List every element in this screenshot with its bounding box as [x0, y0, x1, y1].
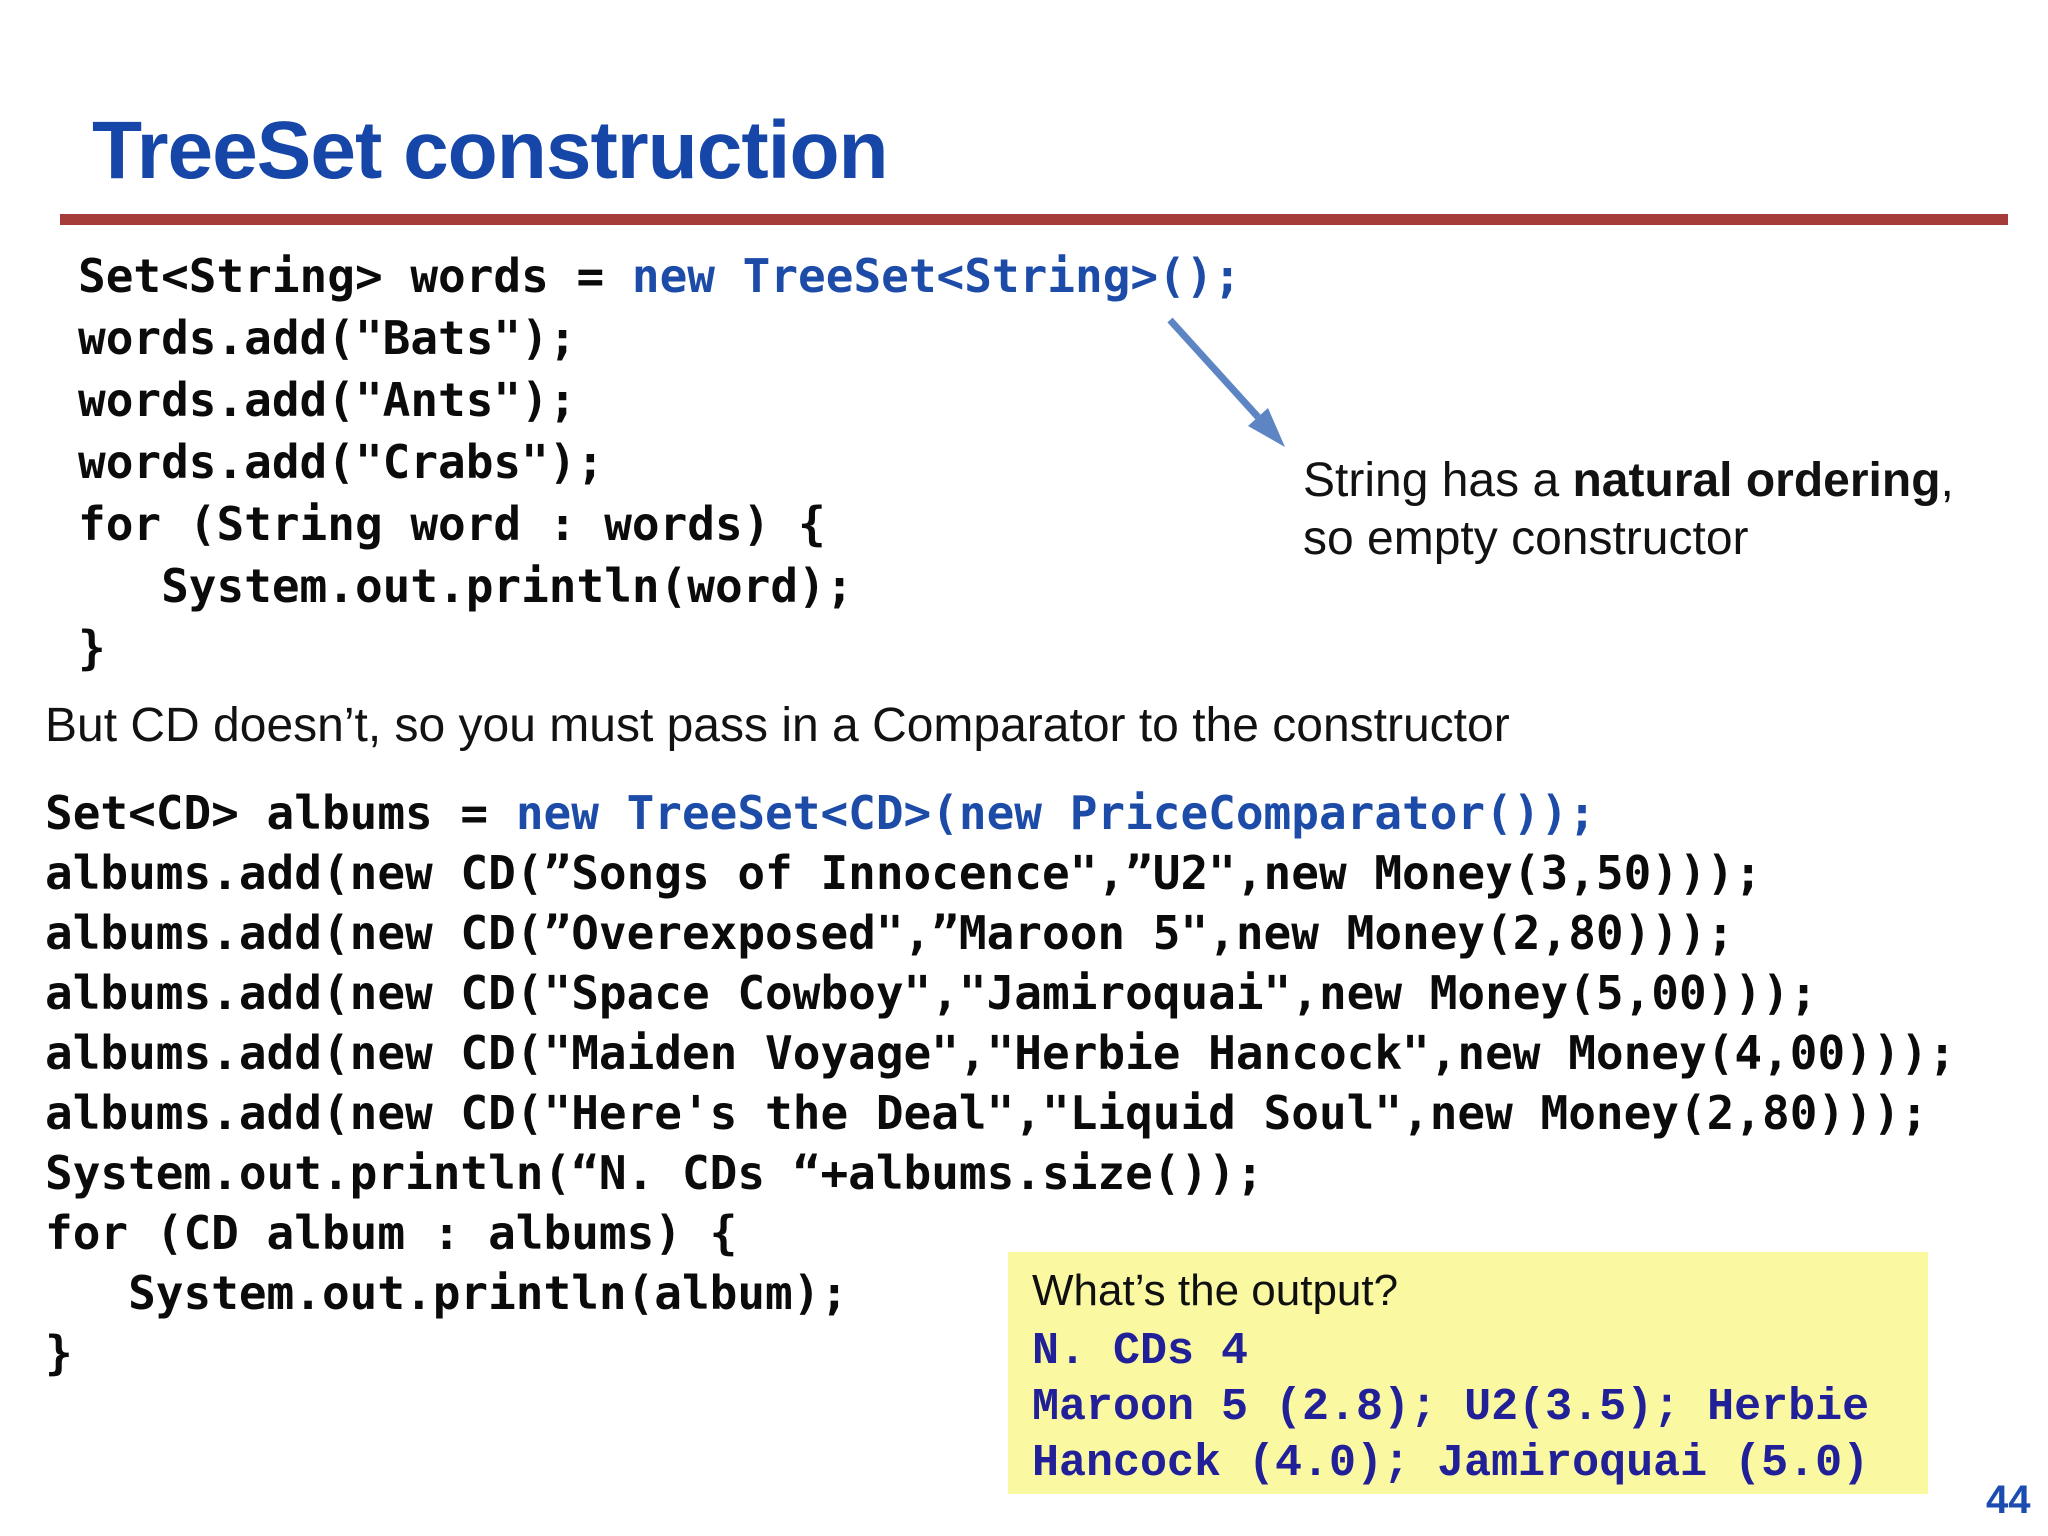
code-block-treeset-cd: Set<CD> albums = new TreeSet<CD>(new Pri… — [45, 783, 1956, 1383]
code-line: words.add("Ants"); — [78, 373, 577, 427]
code-line: System.out.println(“N. CDs “+albums.size… — [45, 1146, 1264, 1200]
output-line: Hancock (4.0); Jamiroquai (5.0) — [1032, 1438, 1870, 1489]
code-line: albums.add(new CD("Maiden Voyage","Herbi… — [45, 1026, 1956, 1080]
code-line: for (String word : words) { — [78, 497, 826, 551]
natural-ordering-bold: natural ordering — [1572, 454, 1941, 507]
code-line: } — [45, 1326, 73, 1380]
code-line: words.add("Crabs"); — [78, 435, 605, 489]
code-line: albums.add(new CD("Here's the Deal","Liq… — [45, 1086, 1929, 1140]
code-line: System.out.println(word); — [78, 559, 854, 613]
code-line: for (CD album : albums) { — [45, 1206, 738, 1260]
code-line: } — [78, 621, 106, 675]
code-line: albums.add(new CD("Space Cowboy","Jamiro… — [45, 966, 1818, 1020]
code-block-treeset-string: Set<String> words = new TreeSet<String>(… — [78, 245, 1241, 679]
comparator-explanation-text: But CD doesn’t, so you must pass in a Co… — [45, 699, 1510, 752]
title-underline-rule — [60, 214, 2008, 225]
code-line: albums.add(new CD(”Overexposed",”Maroon … — [45, 906, 1735, 960]
code-line: System.out.println(album); — [45, 1266, 849, 1320]
code-line: Set<CD> albums = new TreeSet<CD>(new Pri… — [45, 786, 1596, 840]
slide-title: TreeSet construction — [92, 105, 889, 196]
code-line: Set<String> words = new TreeSet<String>(… — [78, 249, 1242, 303]
code-line: albums.add(new CD(”Songs of Innocence",”… — [45, 846, 1763, 900]
output-line: Maroon 5 (2.8); U2(3.5); Herbie — [1032, 1382, 1870, 1433]
code-line: words.add("Bats"); — [78, 311, 577, 365]
output-question-label: What’s the output? — [1032, 1266, 1399, 1315]
natural-ordering-note: String has a natural ordering, so empty … — [1303, 452, 1954, 568]
page-number: 44 — [1986, 1478, 2031, 1522]
note-line-2: so empty constructor — [1303, 512, 1749, 565]
note-line-1: String has a natural ordering, — [1303, 454, 1954, 507]
output-line: N. CDs 4 — [1032, 1326, 1249, 1377]
